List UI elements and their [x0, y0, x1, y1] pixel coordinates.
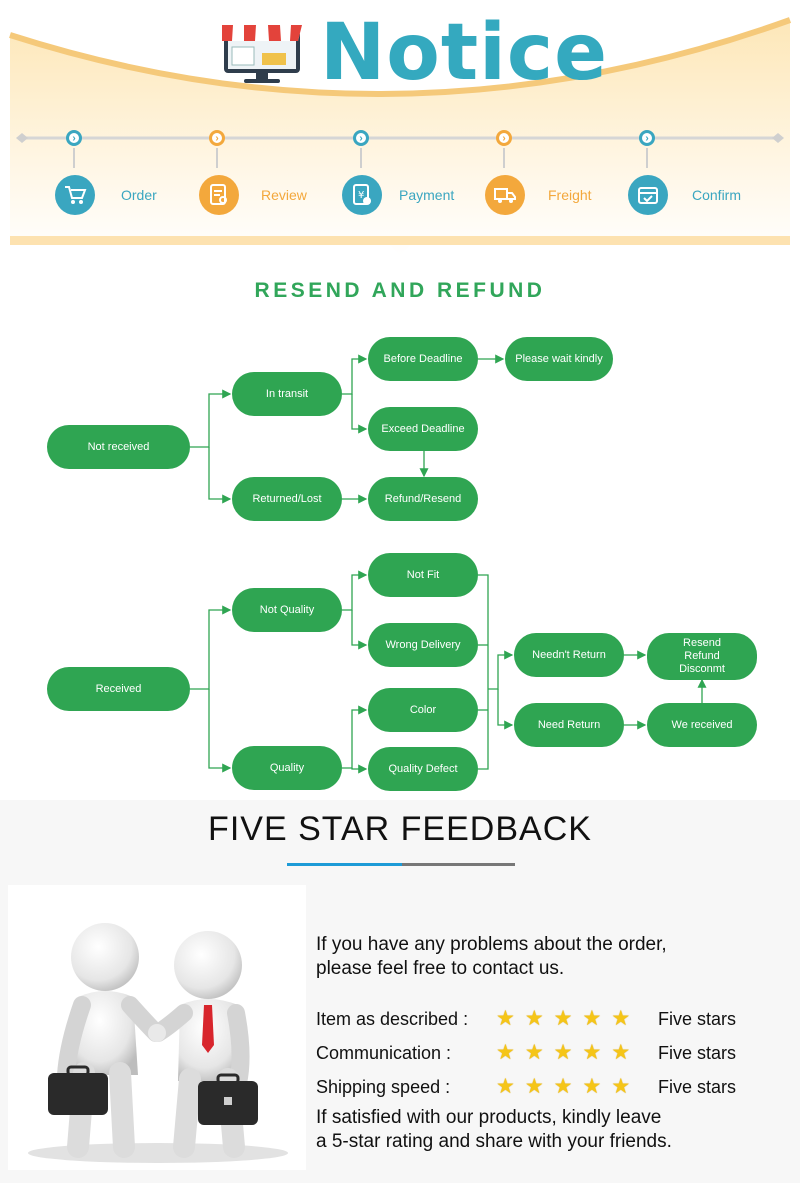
node-quality: Quality [232, 746, 342, 790]
star-icon: ★ [611, 1075, 631, 1098]
star-rating: ★ ★ ★ ★ ★ [496, 1041, 646, 1065]
node-not-fit: Not Fit [368, 553, 478, 597]
step-label-freight: Freight [548, 187, 592, 203]
review-document-icon [199, 175, 239, 215]
node-exceed-deadline: Exceed Deadline [368, 407, 478, 451]
rating-label: Shipping speed : [316, 1076, 451, 1097]
star-icon: ★ [582, 1075, 602, 1098]
notice-title: Notice [320, 8, 609, 98]
star-icon: ★ [524, 1075, 544, 1098]
star-icon: ★ [496, 1075, 515, 1098]
intro-line-2: please feel free to contact us. [316, 958, 565, 979]
star-icon: ★ [553, 1007, 573, 1030]
rating-label: Item as described : [316, 1008, 469, 1029]
feedback-intro: If you have any problems about the order… [316, 933, 786, 981]
star-icon: ★ [582, 1007, 602, 1030]
svg-text:¥: ¥ [358, 190, 364, 201]
node-not-received: Not received [47, 425, 190, 469]
star-icon: ★ [553, 1075, 573, 1098]
step-label-payment: Payment [399, 187, 455, 203]
feedback-title: FIVE STAR FEEDBACK [208, 810, 592, 848]
outro-line-1: If satisfied with our products, kindly l… [316, 1107, 662, 1128]
node-returned-lost: Returned/Lost [232, 477, 342, 521]
star-icon: ★ [611, 1007, 631, 1030]
node-before-deadline: Before Deadline [368, 337, 478, 381]
star-icon: ★ [611, 1041, 631, 1064]
star-icon: ★ [524, 1041, 544, 1064]
rating-row-shipping: Shipping speed : ★ ★ ★ ★ ★ Five stars [316, 1073, 786, 1101]
rating-value: Five stars [658, 1008, 737, 1029]
outro-line-2: a 5-star rating and share with your frie… [316, 1131, 672, 1152]
node-received: Received [47, 667, 190, 711]
star-icon: ★ [553, 1041, 573, 1064]
timeline-dot-payment: › [353, 130, 369, 146]
step-label-review: Review [261, 187, 307, 203]
timeline-dot-freight: › [496, 130, 512, 146]
step-label-confirm: Confirm [692, 187, 742, 203]
timeline-dot-review: › [209, 130, 225, 146]
node-need-return: Need Return [514, 703, 624, 747]
confirm-box-icon [628, 175, 668, 215]
ratings-list: Item as described : ★ ★ ★ ★ ★ Five stars Com… [316, 1005, 786, 1101]
star-icon: ★ [496, 1041, 515, 1064]
feedback-outro: If satisfied with our products, kindly l… [316, 1106, 786, 1154]
node-please-wait: Please wait kindly [505, 337, 613, 381]
payment-icon: ¥ [342, 175, 382, 215]
node-not-quality: Not Quality [232, 588, 342, 632]
node-in-transit: In transit [232, 372, 342, 416]
rating-label: Communication : [316, 1042, 452, 1063]
node-resend-refund-discount: Resend Refund Disconmt [647, 633, 757, 680]
node-neednt-return: Needn't Return [514, 633, 624, 677]
step-label-order: Order [121, 187, 157, 203]
node-refund-resend: Refund/Resend [368, 477, 478, 521]
discount-line: Disconmt [679, 663, 725, 675]
node-we-received: We received [647, 703, 757, 747]
star-icon: ★ [582, 1041, 602, 1064]
node-color: Color [368, 688, 478, 732]
timeline-dot-order: › [66, 130, 82, 146]
intro-line-1: If you have any problems about the order… [316, 934, 667, 955]
flowchart-title: RESEND AND REFUND [254, 279, 546, 302]
rating-row-communication: Communication : ★ ★ ★ ★ ★ Five stars [316, 1039, 786, 1067]
title-underline-gray [402, 863, 515, 866]
star-icon: ★ [496, 1007, 515, 1030]
node-quality-defect: Quality Defect [368, 747, 478, 791]
flowchart-connectors [190, 354, 707, 774]
delivery-truck-icon [485, 175, 525, 215]
rating-value: Five stars [658, 1076, 737, 1097]
resend-line: Resend [683, 637, 721, 649]
star-icon: ★ [524, 1007, 544, 1030]
timeline-dot-confirm: › [639, 130, 655, 146]
cart-icon [55, 175, 95, 215]
shop-logo-icon [222, 25, 302, 83]
rating-row-item: Item as described : ★ ★ ★ ★ ★ Five stars [316, 1005, 786, 1033]
refund-line: Refund [684, 650, 720, 662]
title-underline-blue [287, 863, 402, 866]
star-rating: ★ ★ ★ ★ ★ [496, 1075, 646, 1099]
handshake-illustration [8, 885, 306, 1170]
rating-value: Five stars [658, 1042, 737, 1063]
star-rating: ★ ★ ★ ★ ★ [496, 1007, 646, 1031]
node-wrong-delivery: Wrong Delivery [368, 623, 478, 667]
